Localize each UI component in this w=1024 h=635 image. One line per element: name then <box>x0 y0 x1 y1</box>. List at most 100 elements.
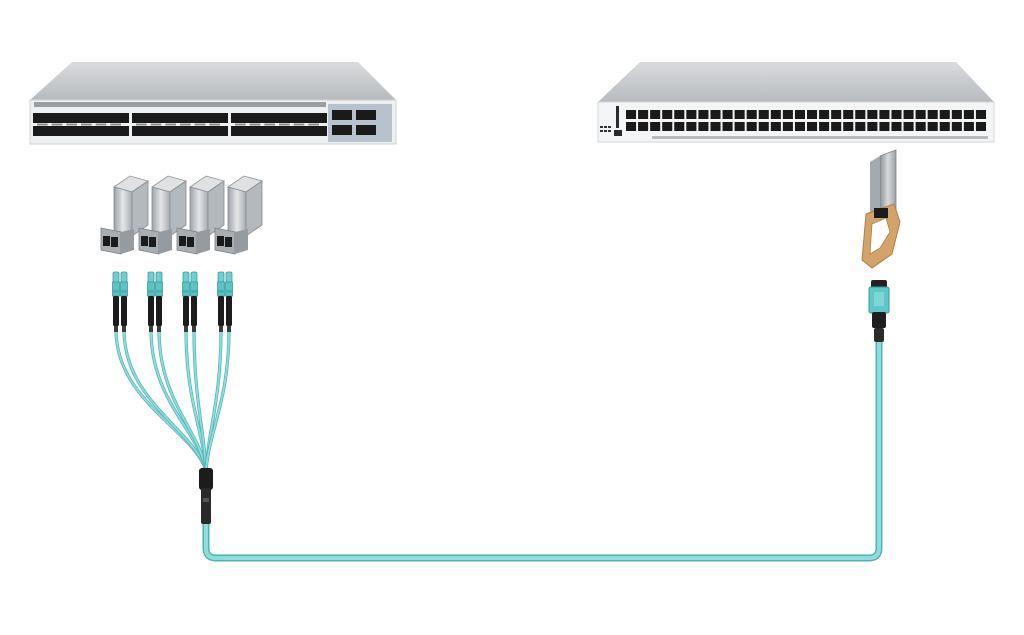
port-divider <box>249 123 261 126</box>
sfp-port-row-bottom <box>132 126 228 136</box>
right-switch-mgmt-bar <box>616 106 619 128</box>
port-divider <box>37 123 48 126</box>
sfp-port-bottom <box>782 122 793 131</box>
sfp-port-top <box>698 110 709 119</box>
sfp-port-top <box>939 110 950 119</box>
sfp-port-bottom <box>626 122 637 131</box>
sfp-port-row-top <box>231 113 327 123</box>
port-divider <box>66 123 77 126</box>
qsfp-port <box>332 125 352 135</box>
trunk-cable-fill <box>204 338 881 560</box>
sfp-port-bottom <box>963 122 974 131</box>
port-divider <box>165 123 176 126</box>
sfp-port-bottom <box>831 122 842 131</box>
fiber-leg-core <box>123 329 207 471</box>
fiber-leg-core <box>158 329 207 471</box>
sfp-port-bottom <box>698 122 709 131</box>
sfp-port-bottom <box>734 122 745 131</box>
right-switch-top <box>598 62 994 102</box>
qsfp-transceiver <box>861 149 901 269</box>
sfp-port-top <box>722 110 733 119</box>
sfp-port-bottom <box>674 122 685 131</box>
sfp-port-top <box>951 110 962 119</box>
sfp-port-top <box>770 110 781 119</box>
sfp-port-bottom <box>927 122 938 131</box>
sfp-port-bottom <box>662 122 673 131</box>
sfp-port-top <box>650 110 661 119</box>
port-divider <box>51 123 63 126</box>
sfp-port-bottom <box>915 122 926 131</box>
sfp-port-top <box>710 110 721 119</box>
sfp-port-bottom <box>722 122 733 131</box>
sfp-port-row-bottom <box>33 126 129 136</box>
sfp-port-bottom <box>638 122 649 131</box>
right-switch <box>597 62 995 143</box>
sfp-port-top <box>662 110 673 119</box>
qsfp-port <box>356 110 376 120</box>
sfp-port-top <box>891 110 902 119</box>
lc-connector <box>147 271 163 332</box>
sfp-port-top <box>746 110 757 119</box>
sfp-port-row-bottom <box>231 126 327 136</box>
qsfp-port <box>332 110 352 120</box>
port-divider <box>136 123 147 126</box>
right-switch-console-port <box>614 130 622 136</box>
trunk-cable-outline <box>202 336 883 562</box>
left-switch <box>29 62 397 145</box>
qsfp-port <box>356 125 376 135</box>
sfp-module <box>214 175 263 255</box>
sfp-port-row-top <box>132 113 228 123</box>
sfp-module <box>176 175 225 255</box>
sfp-port-top <box>855 110 866 119</box>
mpo-connector <box>868 280 890 342</box>
sfp-port-bottom <box>951 122 962 131</box>
sfp-port-bottom <box>746 122 757 131</box>
sfp-module <box>138 175 187 255</box>
sfp-port-top <box>794 110 805 119</box>
port-divider <box>235 123 246 126</box>
sfp-port-top <box>686 110 697 119</box>
sfp-port-bottom <box>794 122 805 131</box>
sfp-port-bottom <box>710 122 721 131</box>
sfp-port-bottom <box>819 122 830 131</box>
sfp-module <box>100 175 149 255</box>
sfp-port-top <box>867 110 878 119</box>
lc-connector <box>112 271 128 332</box>
left-switch-top <box>30 62 396 100</box>
lc-duplex-connectors <box>112 271 233 332</box>
sfp-port-top <box>626 110 637 119</box>
port-divider <box>180 123 191 126</box>
sfp-port-top <box>903 110 914 119</box>
port-divider <box>110 123 121 126</box>
right-switch-bottom-vent <box>652 136 988 139</box>
port-divider <box>209 123 220 126</box>
sfp-port-bottom <box>770 122 781 131</box>
sfp-port-top <box>807 110 818 119</box>
port-divider <box>308 123 319 126</box>
sfp-port-top <box>927 110 938 119</box>
right-switch-sfp-ports <box>626 110 986 131</box>
sfp-port-top <box>831 110 842 119</box>
sfp-port-top <box>782 110 793 119</box>
port-divider <box>81 123 92 126</box>
sfp-port-top <box>963 110 974 119</box>
sfp-port-top <box>758 110 769 119</box>
port-divider <box>279 123 290 126</box>
sfp-port-bottom <box>879 122 890 131</box>
left-switch-qsfp-ports <box>332 110 376 135</box>
left-switch-sfp-ports <box>33 113 327 136</box>
fiber-leg-core <box>205 329 230 471</box>
right-switch-led-grid <box>600 126 611 132</box>
port-divider <box>264 123 275 126</box>
sfp-port-top <box>734 110 745 119</box>
sfp-port-top <box>843 110 854 119</box>
sfp-port-row-top <box>33 113 129 123</box>
left-switch-vent-strip <box>34 102 326 107</box>
trunk-cable <box>202 336 883 562</box>
sfp-port-bottom <box>903 122 914 131</box>
sfp-port-bottom <box>939 122 950 131</box>
port-divider <box>293 123 305 126</box>
breakout-fanout <box>114 329 231 471</box>
sfp-port-bottom <box>758 122 769 131</box>
